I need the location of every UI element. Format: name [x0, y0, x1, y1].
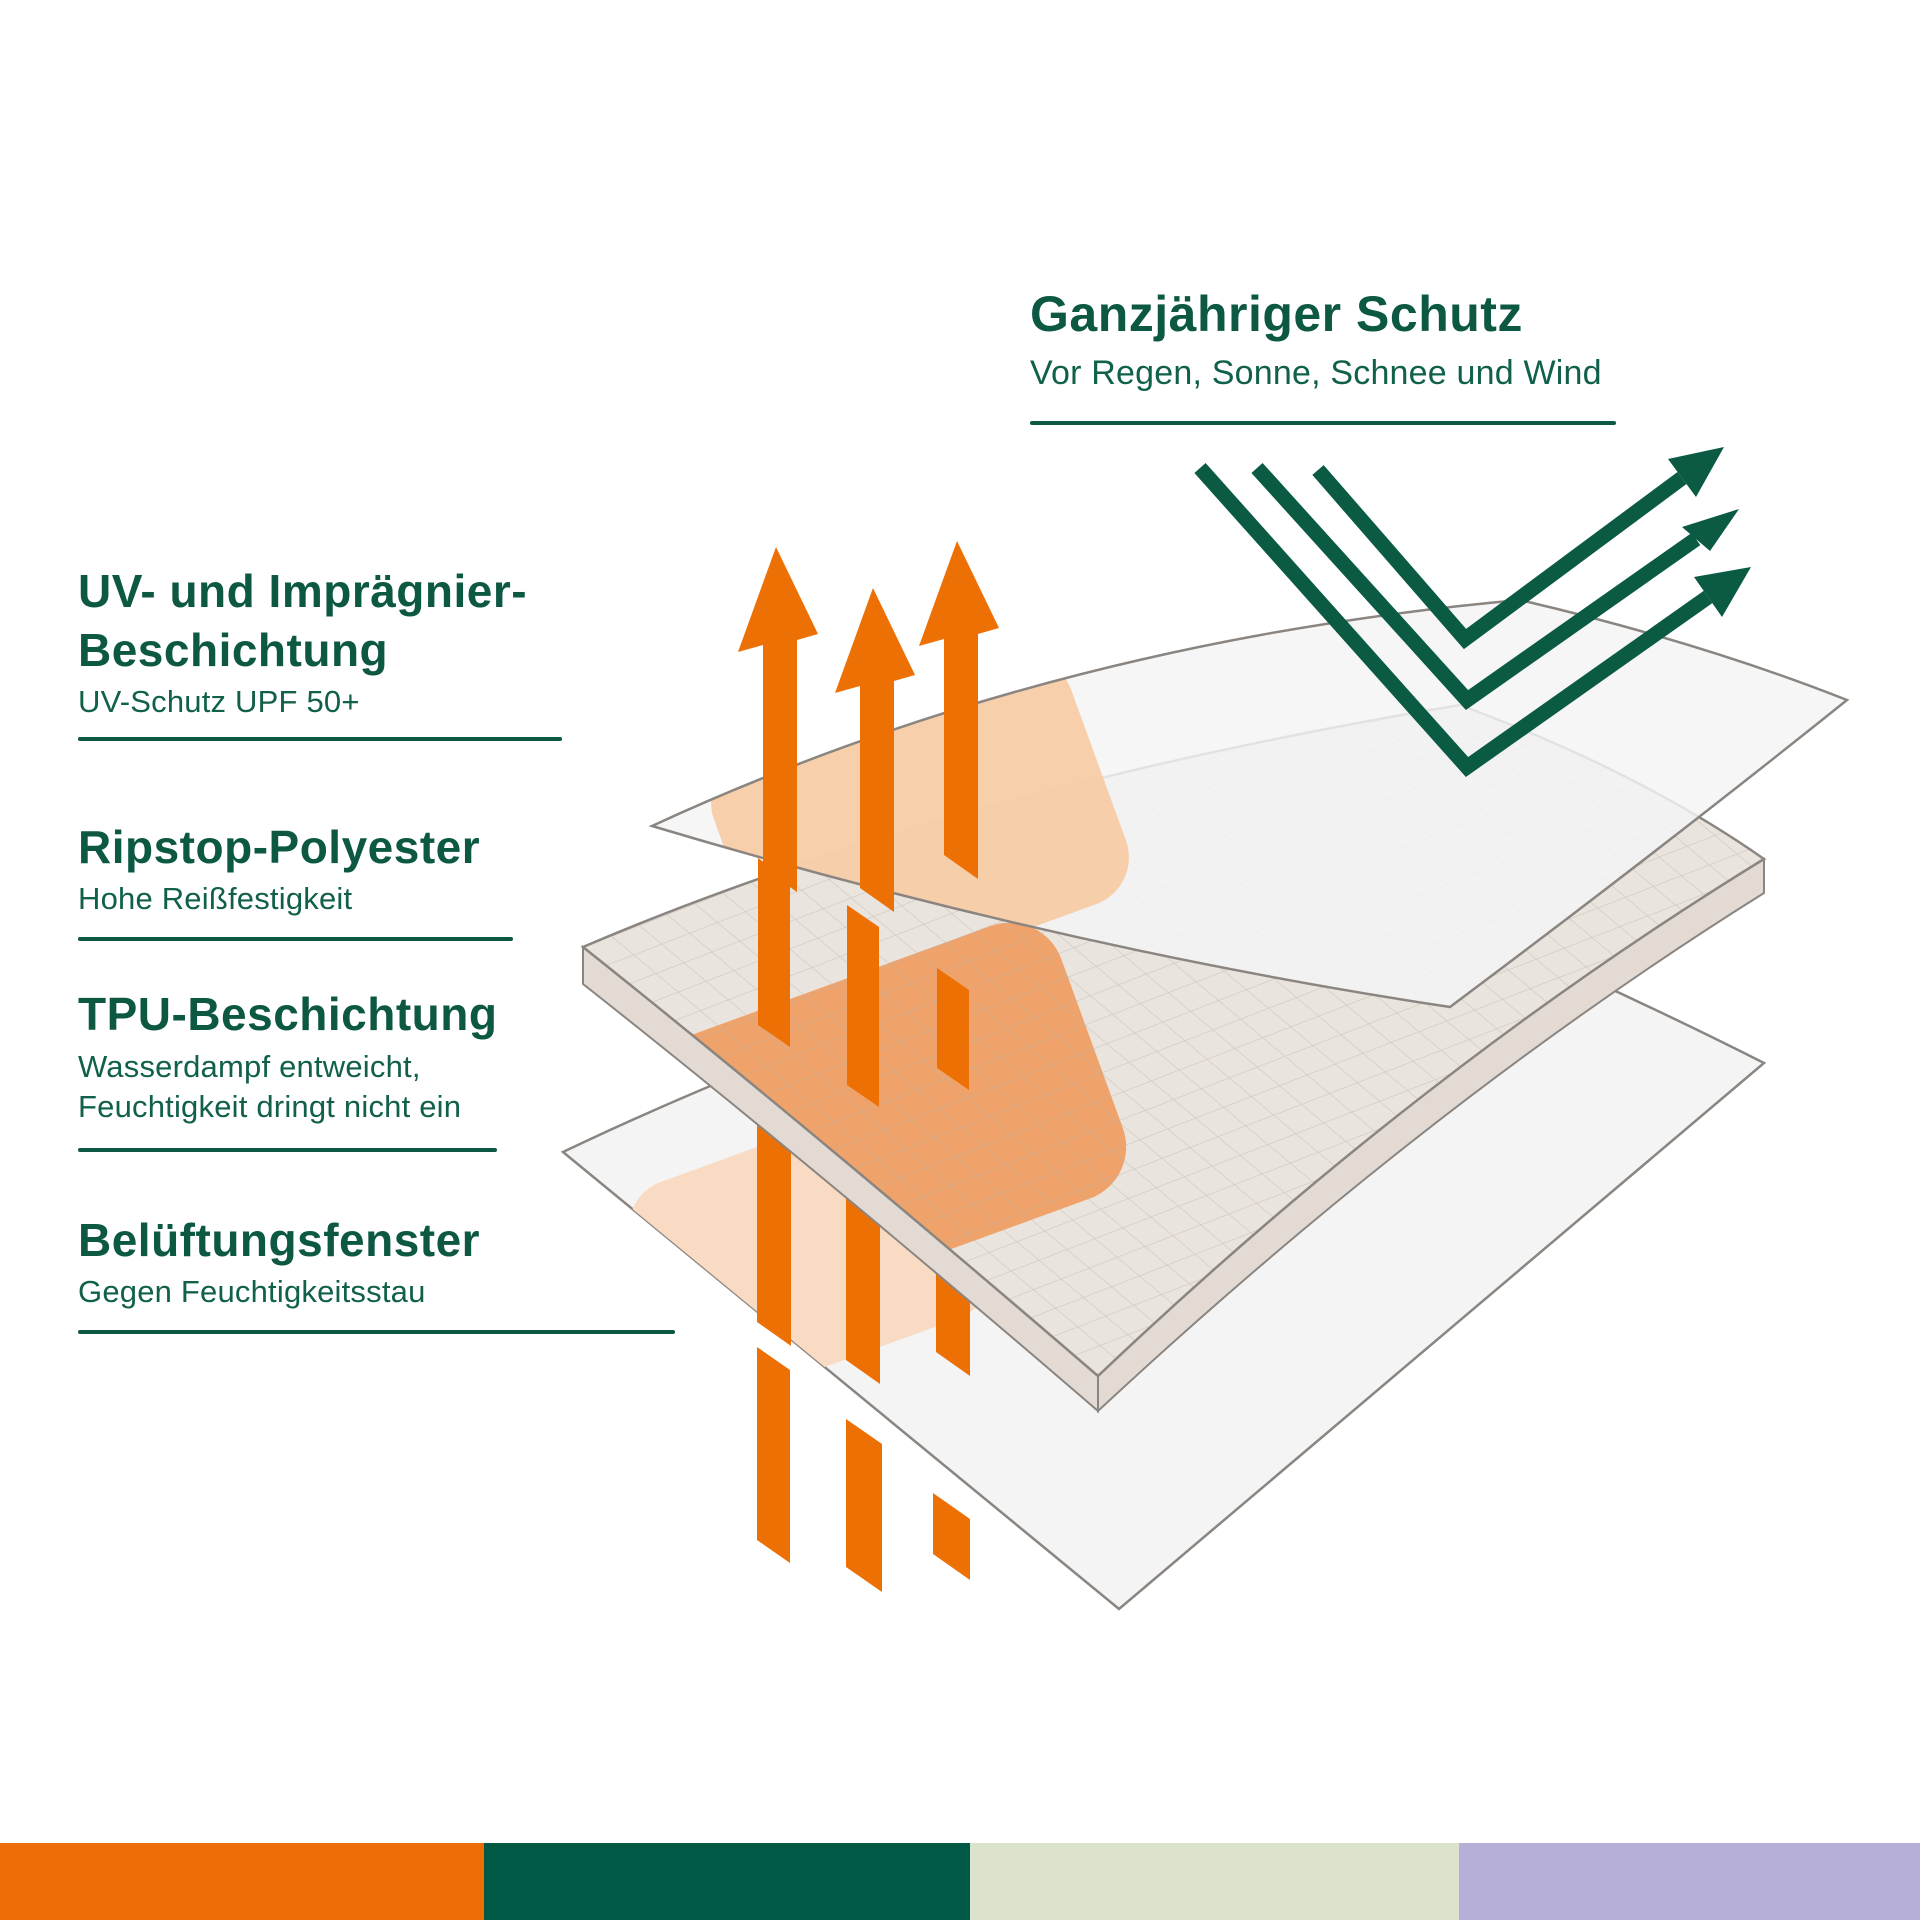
- feature-desc-line: Feuchtigkeit dringt nicht ein: [78, 1089, 462, 1124]
- feature-ripstop-title: Ripstop-Polyester: [78, 821, 481, 873]
- palette-swatch-orange: [0, 1843, 484, 1920]
- palette-swatch-sage: [970, 1843, 1459, 1920]
- feature-uv-coating-desc: UV-Schutz UPF 50+: [78, 684, 360, 719]
- feature-desc-line: Wasserdampf entweicht,: [78, 1049, 421, 1084]
- reflection-arrow-icon: [1194, 462, 1713, 777]
- feature-tpu-desc: Wasserdampf entweicht, Feuchtigkeit drin…: [78, 1047, 461, 1127]
- page-title: Ganzjähriger Schutz: [1030, 286, 1523, 342]
- feature-uv-coating-title: UV- und Imprägnier- Beschichtung: [78, 562, 527, 680]
- feature-title-line: Beschichtung: [78, 624, 389, 676]
- feature-vent-title: Belüftungsfenster: [78, 1214, 481, 1266]
- airflow-bars-upper: [758, 858, 969, 1107]
- heading-rule: [1030, 421, 1616, 425]
- airflow-up-arrow-icon: [738, 541, 999, 912]
- feature-vent-rule: [78, 1330, 675, 1334]
- reflection-arrow-heads: [1668, 447, 1751, 617]
- palette-swatch-dark-green: [484, 1843, 970, 1920]
- feature-tpu-title: TPU-Beschichtung: [78, 988, 498, 1040]
- feature-ripstop-desc: Hohe Reißfestigkeit: [78, 881, 353, 916]
- feature-ripstop-rule: [78, 937, 513, 941]
- feature-uv-coating-rule: [78, 737, 562, 741]
- feature-vent-desc: Gegen Feuchtigkeitsstau: [78, 1274, 426, 1309]
- airflow-bars-bottom: [757, 1347, 970, 1592]
- feature-title-line: UV- und Imprägnier-: [78, 565, 528, 617]
- page-subtitle: Vor Regen, Sonne, Schnee und Wind: [1030, 354, 1602, 392]
- palette-swatch-lavender: [1459, 1843, 1920, 1920]
- feature-tpu-rule: [78, 1148, 497, 1152]
